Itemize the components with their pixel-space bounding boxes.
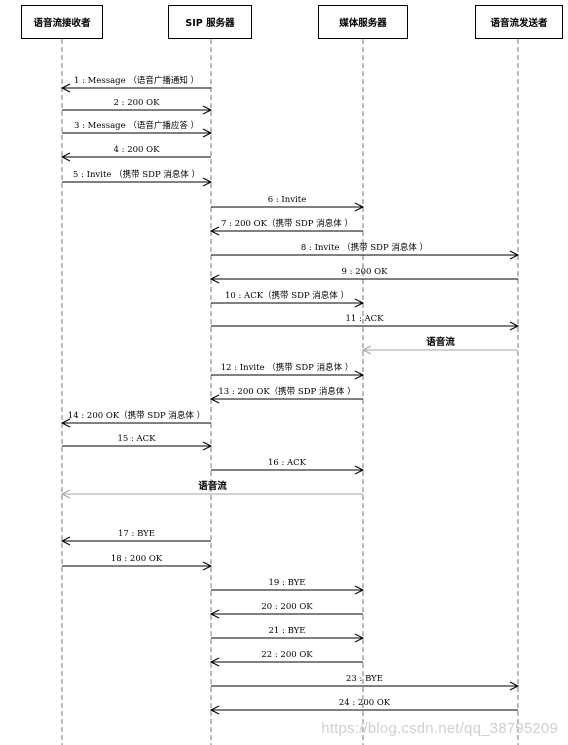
message-11: 11 : ACK xyxy=(211,314,520,331)
message-label: 15 : ACK xyxy=(117,434,156,444)
message-18: 语音流 xyxy=(60,480,363,499)
message-label: 19 : BYE xyxy=(269,578,306,588)
message-24: 22 : 200 OK xyxy=(209,650,363,667)
arrowhead-icon xyxy=(209,705,220,715)
participant-media-server: 媒体服务器 xyxy=(318,5,408,39)
message-label: 14 : 200 OK（携带 SDP 消息体 ） xyxy=(68,410,205,421)
arrowhead-icon xyxy=(60,83,71,93)
message-label: 22 : 200 OK xyxy=(261,650,313,660)
message-1: 1 : Message （语音广播通知 ） xyxy=(60,75,211,93)
message-19: 17 : BYE xyxy=(60,529,211,546)
message-12: 语音流 xyxy=(361,336,518,355)
message-10: 10 : ACK（携带 SDP 消息体 ） xyxy=(211,290,365,308)
arrowhead-icon xyxy=(60,536,71,546)
arrowhead-icon xyxy=(209,394,220,404)
message-label: 13 : 200 OK（携带 SDP 消息体 ） xyxy=(218,386,355,397)
message-14: 13 : 200 OK（携带 SDP 消息体 ） xyxy=(209,386,363,404)
message-label: 12 : Invite （携带 SDP 消息体 ） xyxy=(221,362,354,373)
arrowhead-icon xyxy=(202,441,213,451)
message-7: 7 : 200 OK（携带 SDP 消息体 ） xyxy=(209,218,363,236)
message-23: 21 : BYE xyxy=(211,626,365,643)
message-label: 6 : Invite xyxy=(268,195,306,205)
stream-label: 语音流 xyxy=(426,336,455,348)
message-label: 5 : Invite （携带 SDP 消息体 ） xyxy=(73,169,200,180)
message-label: 9 : 200 OK xyxy=(342,267,389,277)
arrowhead-icon xyxy=(60,489,71,499)
message-label: 16 : ACK xyxy=(268,458,307,468)
message-label: 7 : 200 OK（携带 SDP 消息体 ） xyxy=(221,218,353,229)
message-label: 18 : 200 OK xyxy=(111,554,163,564)
message-label: 3 : Message （语音广播应答 ） xyxy=(74,120,199,131)
arrowhead-icon xyxy=(354,585,365,595)
stream-label: 语音流 xyxy=(198,480,227,492)
message-9: 9 : 200 OK xyxy=(209,267,518,284)
message-13: 12 : Invite （携带 SDP 消息体 ） xyxy=(211,362,365,380)
arrowhead-icon xyxy=(509,321,520,331)
message-16: 15 : ACK xyxy=(62,434,213,451)
arrowhead-icon xyxy=(202,561,213,571)
message-15: 14 : 200 OK（携带 SDP 消息体 ） xyxy=(60,410,211,428)
message-22: 20 : 200 OK xyxy=(209,602,363,619)
message-20: 18 : 200 OK xyxy=(62,554,213,571)
message-5: 5 : Invite （携带 SDP 消息体 ） xyxy=(62,169,213,187)
message-3: 3 : Message （语音广播应答 ） xyxy=(62,120,213,138)
participant-stream-sender: 语音流发送者 xyxy=(475,5,563,39)
message-label: 21 : BYE xyxy=(269,626,306,636)
message-label: 4 : 200 OK xyxy=(114,145,161,155)
message-label: 20 : 200 OK xyxy=(261,602,313,612)
message-2: 2 : 200 OK xyxy=(62,98,213,115)
message-25: 23 : BYE xyxy=(211,674,520,691)
arrowhead-icon xyxy=(60,418,71,428)
message-label: 1 : Message （语音广播通知 ） xyxy=(74,75,199,86)
arrowhead-icon xyxy=(354,633,365,643)
message-label: 10 : ACK（携带 SDP 消息体 ） xyxy=(225,290,349,301)
message-17: 16 : ACK xyxy=(211,458,365,475)
arrowhead-icon xyxy=(209,609,220,619)
message-label: 17 : BYE xyxy=(118,529,155,539)
arrowhead-icon xyxy=(354,202,365,212)
message-label: 24 : 200 OK xyxy=(339,698,391,708)
arrowhead-icon xyxy=(202,128,213,138)
watermark: https://blog.csdn.net/qq_38795209 xyxy=(321,720,558,737)
arrowhead-icon xyxy=(209,226,220,236)
message-label: 8 : Invite （携带 SDP 消息体 ） xyxy=(301,242,428,253)
message-6: 6 : Invite xyxy=(211,195,365,212)
arrowhead-icon xyxy=(354,298,365,308)
participant-sip-server: SIP 服务器 xyxy=(168,5,252,39)
arrowhead-icon xyxy=(354,465,365,475)
participant-stream-receiver: 语音流接收者 xyxy=(21,5,103,39)
arrowhead-icon xyxy=(202,105,213,115)
message-label: 2 : 200 OK xyxy=(114,98,161,108)
arrowhead-icon xyxy=(361,345,372,355)
message-label: 23 : BYE xyxy=(346,674,383,684)
message-26: 24 : 200 OK xyxy=(209,698,518,715)
arrowhead-icon xyxy=(209,657,220,667)
arrowhead-icon xyxy=(509,681,520,691)
arrowhead-icon xyxy=(209,274,220,284)
message-8: 8 : Invite （携带 SDP 消息体 ） xyxy=(211,242,520,260)
arrowhead-icon xyxy=(354,370,365,380)
arrowhead-icon xyxy=(202,177,213,187)
message-21: 19 : BYE xyxy=(211,578,365,595)
arrowhead-icon xyxy=(509,250,520,260)
message-label: 11 : ACK xyxy=(345,314,384,324)
arrowhead-icon xyxy=(60,152,71,162)
message-4: 4 : 200 OK xyxy=(60,145,211,162)
